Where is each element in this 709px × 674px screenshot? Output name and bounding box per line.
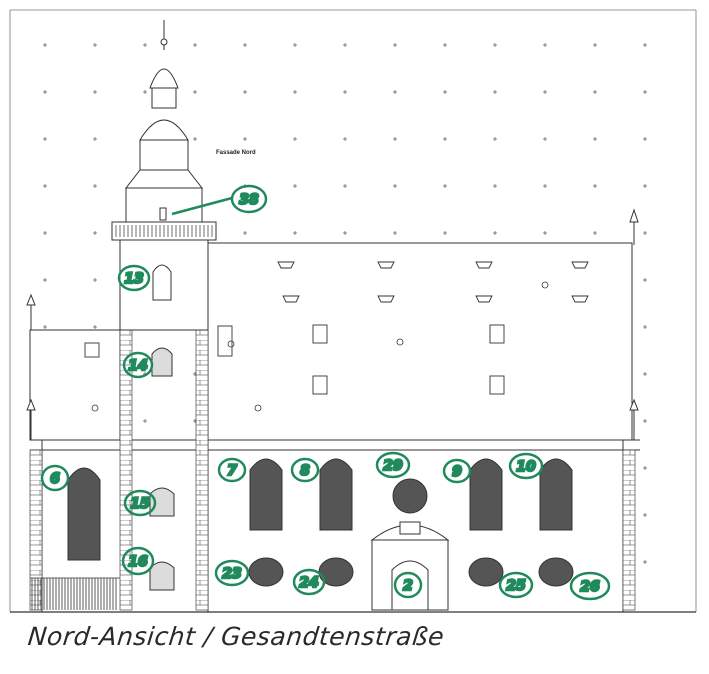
tower-windows xyxy=(149,207,175,591)
fence xyxy=(30,577,120,610)
svg-text:8: 8 xyxy=(300,463,310,479)
drawing-caption: Nord-Ansicht / Gesandtenstraße xyxy=(26,622,446,651)
svg-text:13: 13 xyxy=(124,271,143,287)
svg-text:24: 24 xyxy=(299,575,318,591)
marker-15: 15 xyxy=(123,489,157,517)
markers: 38 13 14 6 15 16 7 8 29 9 10 23 24 2 25 … xyxy=(40,184,611,601)
marker-10: 10 xyxy=(508,452,544,480)
svg-text:26: 26 xyxy=(580,579,600,595)
marker-6: 6 xyxy=(40,464,70,492)
marker-38: 38 xyxy=(230,184,268,214)
svg-text:6: 6 xyxy=(50,471,60,487)
entrance-portal xyxy=(370,521,450,611)
pinnacles xyxy=(26,208,639,440)
tower-balustrade xyxy=(115,225,213,237)
marker-8: 8 xyxy=(290,457,320,483)
roof-dormers xyxy=(84,261,589,395)
corner-quoins xyxy=(29,329,636,611)
svg-text:38: 38 xyxy=(239,192,259,208)
marker-29: 29 xyxy=(375,451,411,479)
marker-38-leader xyxy=(171,196,233,216)
marker-14: 14 xyxy=(122,351,154,379)
marker-25: 25 xyxy=(498,571,534,599)
svg-text:7: 7 xyxy=(227,463,237,479)
svg-text:25: 25 xyxy=(506,578,526,594)
side-roof xyxy=(29,329,121,441)
svg-text:16: 16 xyxy=(128,554,148,570)
svg-text:2: 2 xyxy=(403,578,413,594)
drawing-frame xyxy=(9,9,697,612)
svg-text:10: 10 xyxy=(516,459,536,475)
svg-text:14: 14 xyxy=(128,358,147,374)
marker-24: 24 xyxy=(292,568,326,596)
svg-text:9: 9 xyxy=(452,464,462,480)
marker-2: 2 xyxy=(393,571,423,599)
marker-23: 23 xyxy=(214,559,250,587)
marker-9: 9 xyxy=(442,458,472,484)
marker-7: 7 xyxy=(217,457,247,483)
nave-windows xyxy=(67,458,573,561)
svg-text:29: 29 xyxy=(383,458,403,474)
svg-text:23: 23 xyxy=(222,566,241,582)
roof-ornaments xyxy=(91,281,549,412)
svg-text:15: 15 xyxy=(130,496,150,512)
drawing-subtitle: Fassade Nord xyxy=(216,150,256,156)
marker-16: 16 xyxy=(121,546,155,576)
marker-13: 13 xyxy=(117,264,151,292)
nave-roof xyxy=(207,242,633,441)
marker-26: 26 xyxy=(569,571,611,601)
oval-windows xyxy=(248,478,574,587)
